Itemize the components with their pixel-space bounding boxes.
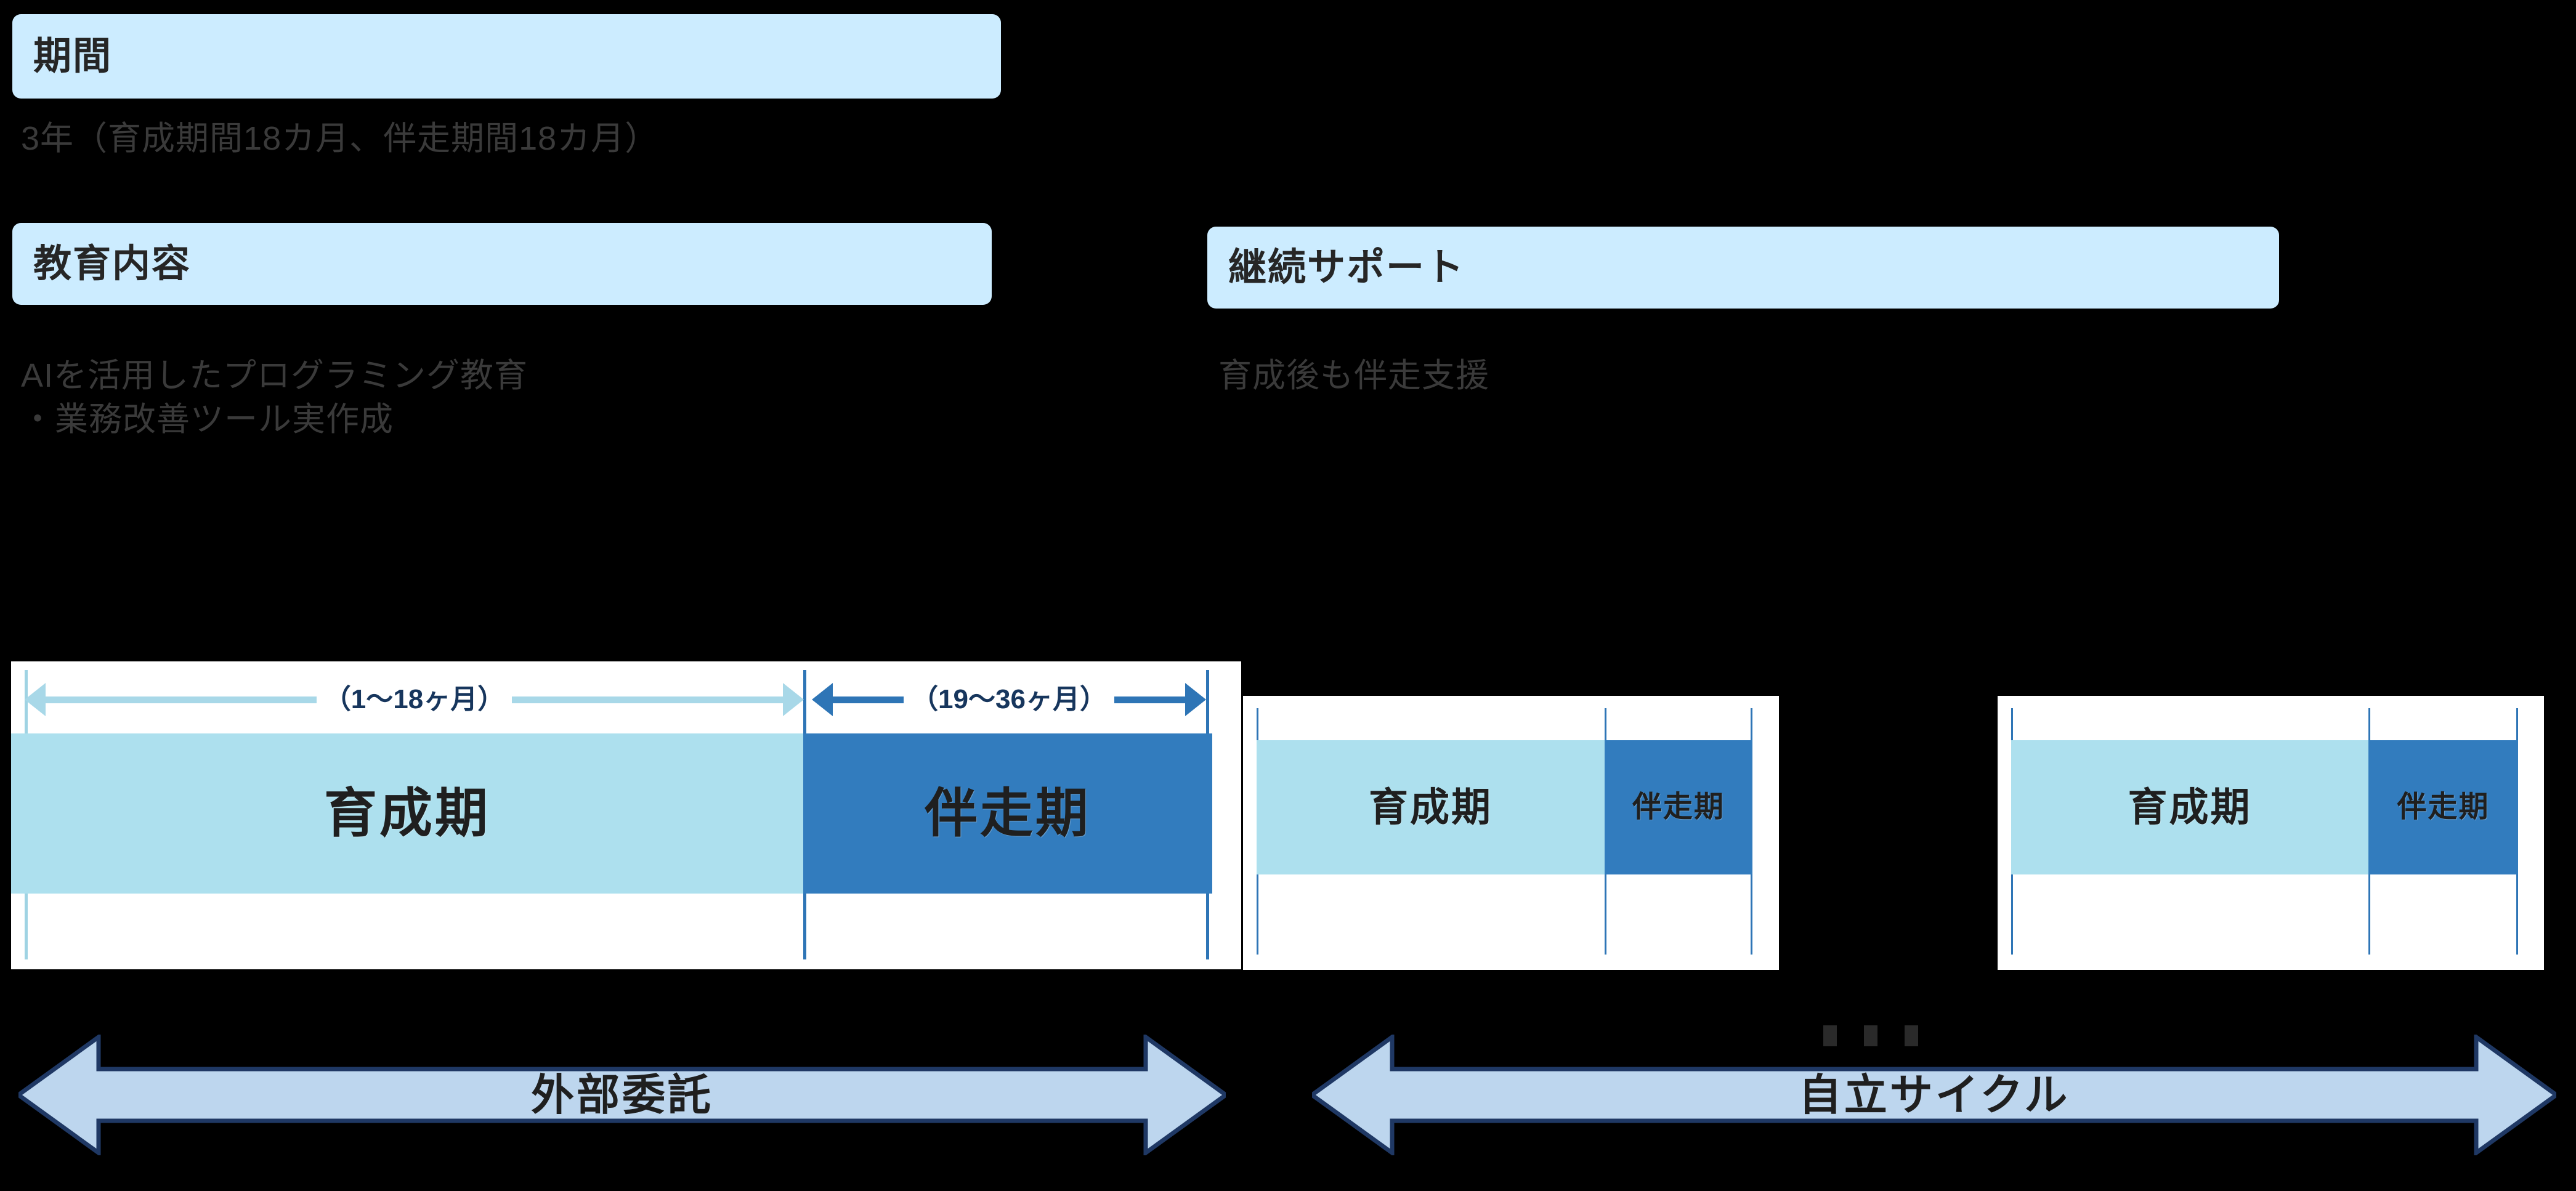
section-header-kyoiku: 教育内容 xyxy=(12,223,992,305)
ellipsis-indicator xyxy=(1823,1025,1918,1046)
phase-band-bansou-3: 伴走期 xyxy=(2368,740,2518,874)
phase-band-ikusei-2: 育成期 xyxy=(1257,740,1605,874)
phase-label-bansou-2: 伴走期 xyxy=(1632,791,1725,823)
section-title-kikan: 期間 xyxy=(33,34,113,78)
section-body-kyoiku: AIを活用したプログラミング教育 ・業務改善ツール実作成 xyxy=(21,357,529,438)
phase-label-ikusei-3: 育成期 xyxy=(2128,785,2252,830)
phase-label-ikusei-1: 育成期 xyxy=(324,784,490,843)
ellipsis-dot-icon xyxy=(1823,1025,1837,1046)
double-arrow-icon xyxy=(1312,1035,2556,1155)
measure-label-ikusei: （1〜18ヶ月） xyxy=(323,684,505,714)
cycle-panel-3: 育成期 伴走期 xyxy=(1998,696,2544,970)
measure-arrow-bansou: （19〜36ヶ月） xyxy=(812,670,1207,729)
arrow-shaft xyxy=(512,696,784,703)
arrow-shaft xyxy=(1114,696,1186,703)
timeline-diagram: （1〜18ヶ月） （19〜36ヶ月） 育成期 伴走期 育成期 伴走期 xyxy=(0,653,2576,985)
ellipsis-dot-icon xyxy=(1905,1025,1918,1046)
arrow-shaft xyxy=(46,696,317,703)
arrow-head-left-icon xyxy=(812,683,833,716)
phase-band-ikusei-3: 育成期 xyxy=(2011,740,2368,874)
ellipsis-dot-icon xyxy=(1864,1025,1877,1046)
measure-label-bansou: （19〜36ヶ月） xyxy=(911,684,1107,714)
phase-band-bansou-2: 伴走期 xyxy=(1605,740,1752,874)
arrow-head-left-icon xyxy=(25,683,46,716)
section-title-support: 継続サポート xyxy=(1228,246,1465,289)
phase-label-ikusei-2: 育成期 xyxy=(1369,785,1493,830)
phase-label-bansou-1: 伴走期 xyxy=(925,784,1091,843)
phase-band-ikusei-1: 育成期 xyxy=(11,733,803,894)
section-header-kikan: 期間 xyxy=(12,14,1001,99)
double-arrow-icon xyxy=(18,1035,1226,1155)
arrow-head-right-icon xyxy=(783,683,804,716)
section-header-support: 継続サポート xyxy=(1207,227,2279,309)
section-title-kyoiku: 教育内容 xyxy=(33,242,192,285)
phase-band-bansou-1: 伴走期 xyxy=(803,733,1212,894)
section-body-support: 育成後も伴走支援 xyxy=(1218,357,1489,394)
cycle-panel-1: （1〜18ヶ月） （19〜36ヶ月） 育成期 伴走期 xyxy=(11,661,1241,969)
measure-arrow-ikusei: （1〜18ヶ月） xyxy=(25,670,804,729)
arrow-shaft xyxy=(833,696,904,703)
phase-label-bansou-3: 伴走期 xyxy=(2397,791,2490,823)
bottom-arrow-jiritsu: 自立サイクル xyxy=(1312,1035,2556,1155)
bottom-arrow-gaibu: 外部委託 xyxy=(18,1035,1226,1155)
cycle-panel-2: 育成期 伴走期 xyxy=(1243,696,1779,970)
arrow-head-right-icon xyxy=(1185,683,1207,716)
section-body-kikan: 3年（育成期間18カ月、伴走期間18カ月） xyxy=(21,120,659,157)
